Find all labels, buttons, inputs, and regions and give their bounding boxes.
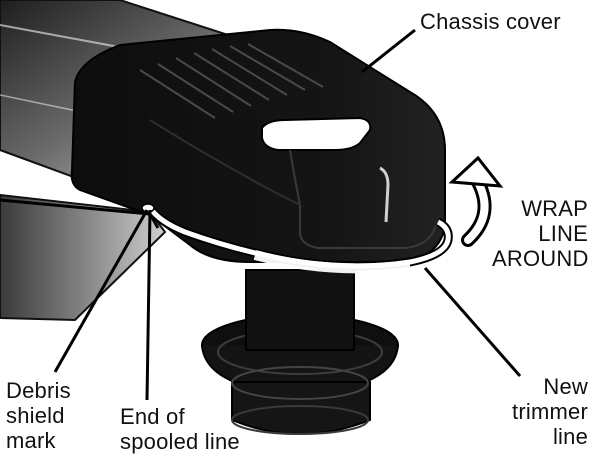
debris-shield <box>0 193 167 322</box>
label-debris-shield-mark-line-2: shield <box>6 403 65 428</box>
trimmer-head-body <box>70 28 446 263</box>
chassis-cover-ridges <box>139 43 324 119</box>
new-trimmer-line <box>146 205 453 274</box>
label-wrap-line-around-line-3: AROUND <box>492 246 589 271</box>
label-new-trimmer-line-line-3: line <box>552 424 588 449</box>
wrap-direction-arrow <box>448 155 504 247</box>
label-wrap-line-around: WRAP LINE AROUND <box>492 196 588 271</box>
leader-lines <box>53 28 522 401</box>
label-debris-shield-mark: Debris shield mark <box>6 378 71 453</box>
leader-new-trimmer-line <box>423 267 522 377</box>
label-new-trimmer-line-line-2: trimmer <box>512 399 588 424</box>
label-wrap-line-around-line-1: WRAP <box>521 196 588 221</box>
label-debris-shield-mark-line-3: mark <box>6 428 56 453</box>
label-debris-shield-mark-line-1: Debris <box>6 378 71 403</box>
label-end-of-spooled-line-line-1: End of <box>120 404 185 429</box>
leader-end-of-spooled-line <box>145 209 152 401</box>
leader-debris-shield-mark <box>53 209 149 373</box>
leader-chassis-cover <box>361 28 416 74</box>
label-end-of-spooled-line-line-2: spooled line <box>120 429 240 454</box>
label-chassis-cover: Chassis cover <box>420 9 561 34</box>
label-new-trimmer-line: New trimmer line <box>492 374 588 449</box>
label-chassis-cover-text: Chassis cover <box>420 9 561 34</box>
label-end-of-spooled-line: End of spooled line <box>120 404 240 454</box>
spooled-line-end <box>141 203 155 213</box>
label-wrap-line-around-line-2: LINE <box>538 221 588 246</box>
spool-hub <box>201 269 399 435</box>
label-new-trimmer-line-line-1: New <box>543 374 588 399</box>
